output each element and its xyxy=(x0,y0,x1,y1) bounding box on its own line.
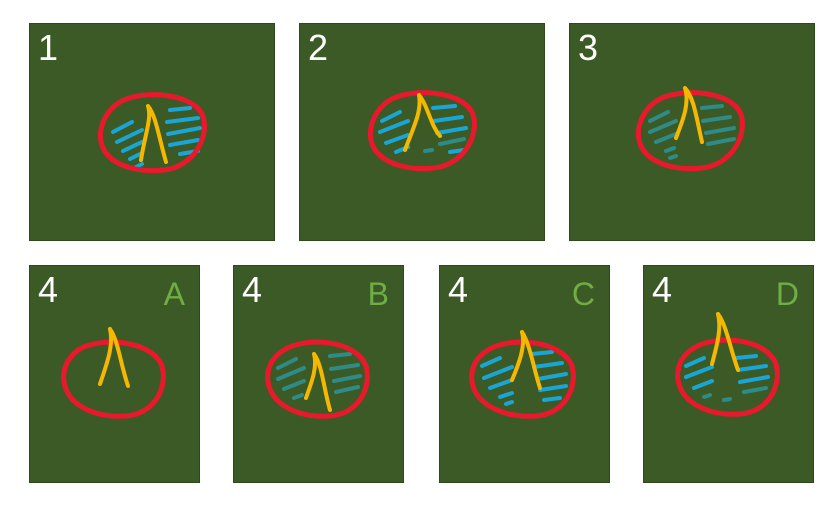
panel-c-drawing xyxy=(469,330,576,419)
root-stem xyxy=(403,93,442,152)
option-label: A xyxy=(163,276,185,312)
water-hatching xyxy=(480,350,568,406)
cell-outline xyxy=(61,339,166,419)
panel-2: 2 xyxy=(299,23,545,241)
water-hatching xyxy=(276,352,362,400)
panel-number: 4 xyxy=(448,269,469,310)
cell-outline xyxy=(635,90,745,172)
cell-outline xyxy=(97,92,207,174)
cell-outline xyxy=(265,339,370,419)
cell-outline xyxy=(469,339,576,419)
panel-3: 3 xyxy=(569,23,815,241)
option-label: B xyxy=(367,276,389,312)
cell-outline xyxy=(367,90,477,172)
panel-b-drawing xyxy=(265,339,370,419)
panel-number: 4 xyxy=(242,269,263,310)
water-hatching xyxy=(648,104,736,160)
root-stem xyxy=(139,104,168,164)
panel-number: 3 xyxy=(578,27,599,68)
panel-2-drawing xyxy=(367,90,477,172)
panel-option-c[interactable]: 4 C xyxy=(439,265,610,483)
option-label: C xyxy=(571,276,595,312)
panel-option-a[interactable]: 4 A xyxy=(29,265,200,483)
root-stem xyxy=(304,352,332,412)
panel-number: 4 xyxy=(652,269,673,310)
panel-option-d[interactable]: 4 D xyxy=(643,265,814,483)
panel-1-drawing xyxy=(97,92,207,174)
root-stem xyxy=(710,312,740,372)
water-hatching xyxy=(684,354,770,402)
panel-d-drawing xyxy=(675,312,780,417)
option-label: D xyxy=(775,276,799,312)
root-stem xyxy=(510,330,542,390)
panel-a-drawing xyxy=(61,327,166,419)
panel-option-b[interactable]: 4 B xyxy=(233,265,404,483)
panel-3-drawing xyxy=(635,86,745,172)
panel-1: 1 xyxy=(29,23,275,241)
panel-number: 1 xyxy=(38,27,59,68)
root-stem xyxy=(674,86,704,144)
panel-number: 2 xyxy=(308,27,329,68)
root-stem xyxy=(98,327,130,388)
cell-outline xyxy=(675,337,780,417)
water-hatching xyxy=(378,104,468,154)
panel-number: 4 xyxy=(38,269,59,310)
